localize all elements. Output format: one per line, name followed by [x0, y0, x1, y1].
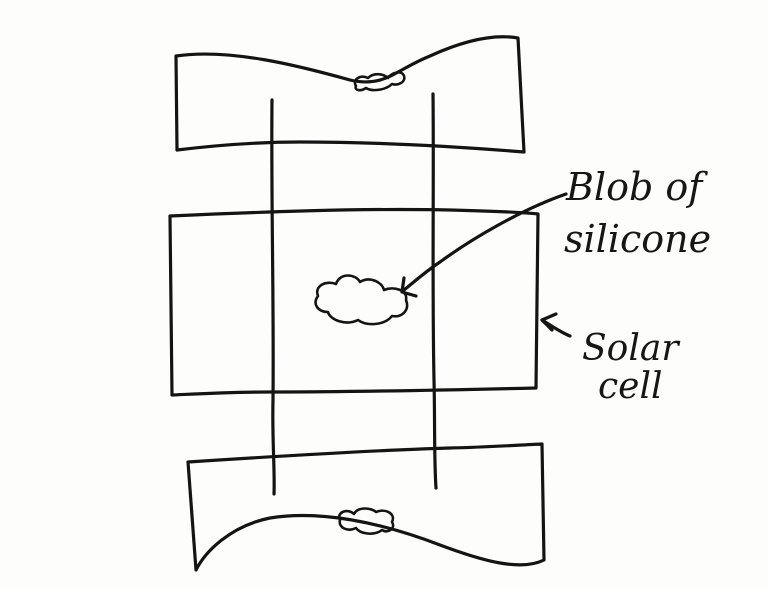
cell-label-line2: cell	[598, 366, 663, 407]
blob-label-line2: silicone	[564, 217, 711, 261]
cell-label-line1: Solar	[582, 328, 680, 369]
right-ribbon-wire	[433, 94, 436, 488]
middle-silicone-blob	[316, 276, 407, 325]
left-ribbon-wire	[272, 100, 274, 494]
blob-label-line1: Blob of	[565, 165, 708, 209]
middle-solar-cell	[170, 209, 538, 395]
top-partial-cell	[176, 37, 524, 152]
bottom-partial-cell	[188, 444, 544, 570]
